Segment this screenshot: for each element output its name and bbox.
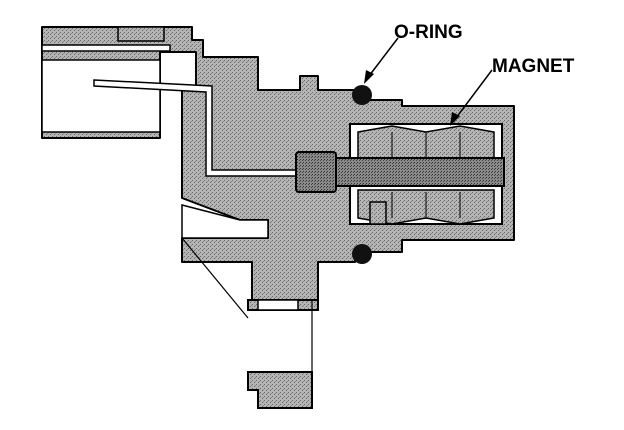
bracket-notch — [117, 26, 165, 42]
lower-flange-cut — [257, 299, 299, 311]
left-bracket-opening — [41, 59, 161, 133]
o-ring-top — [352, 85, 372, 105]
magnet-leader-line — [455, 69, 493, 119]
o-ring-label: O-RING — [394, 22, 463, 43]
magnet-label: MAGNET — [492, 56, 575, 77]
bottom-stem — [247, 371, 313, 409]
shaft-collar — [295, 151, 337, 193]
o-ring-leader-line — [368, 37, 399, 77]
o-ring-leader-arrow — [364, 70, 374, 84]
magnet-leader-arrow — [450, 112, 460, 126]
flange-guide-line — [181, 237, 249, 319]
inner-step — [369, 201, 387, 225]
o-ring-bottom — [352, 244, 372, 264]
lower-cavity — [181, 204, 269, 239]
left-bracket-slot-top — [41, 44, 171, 52]
